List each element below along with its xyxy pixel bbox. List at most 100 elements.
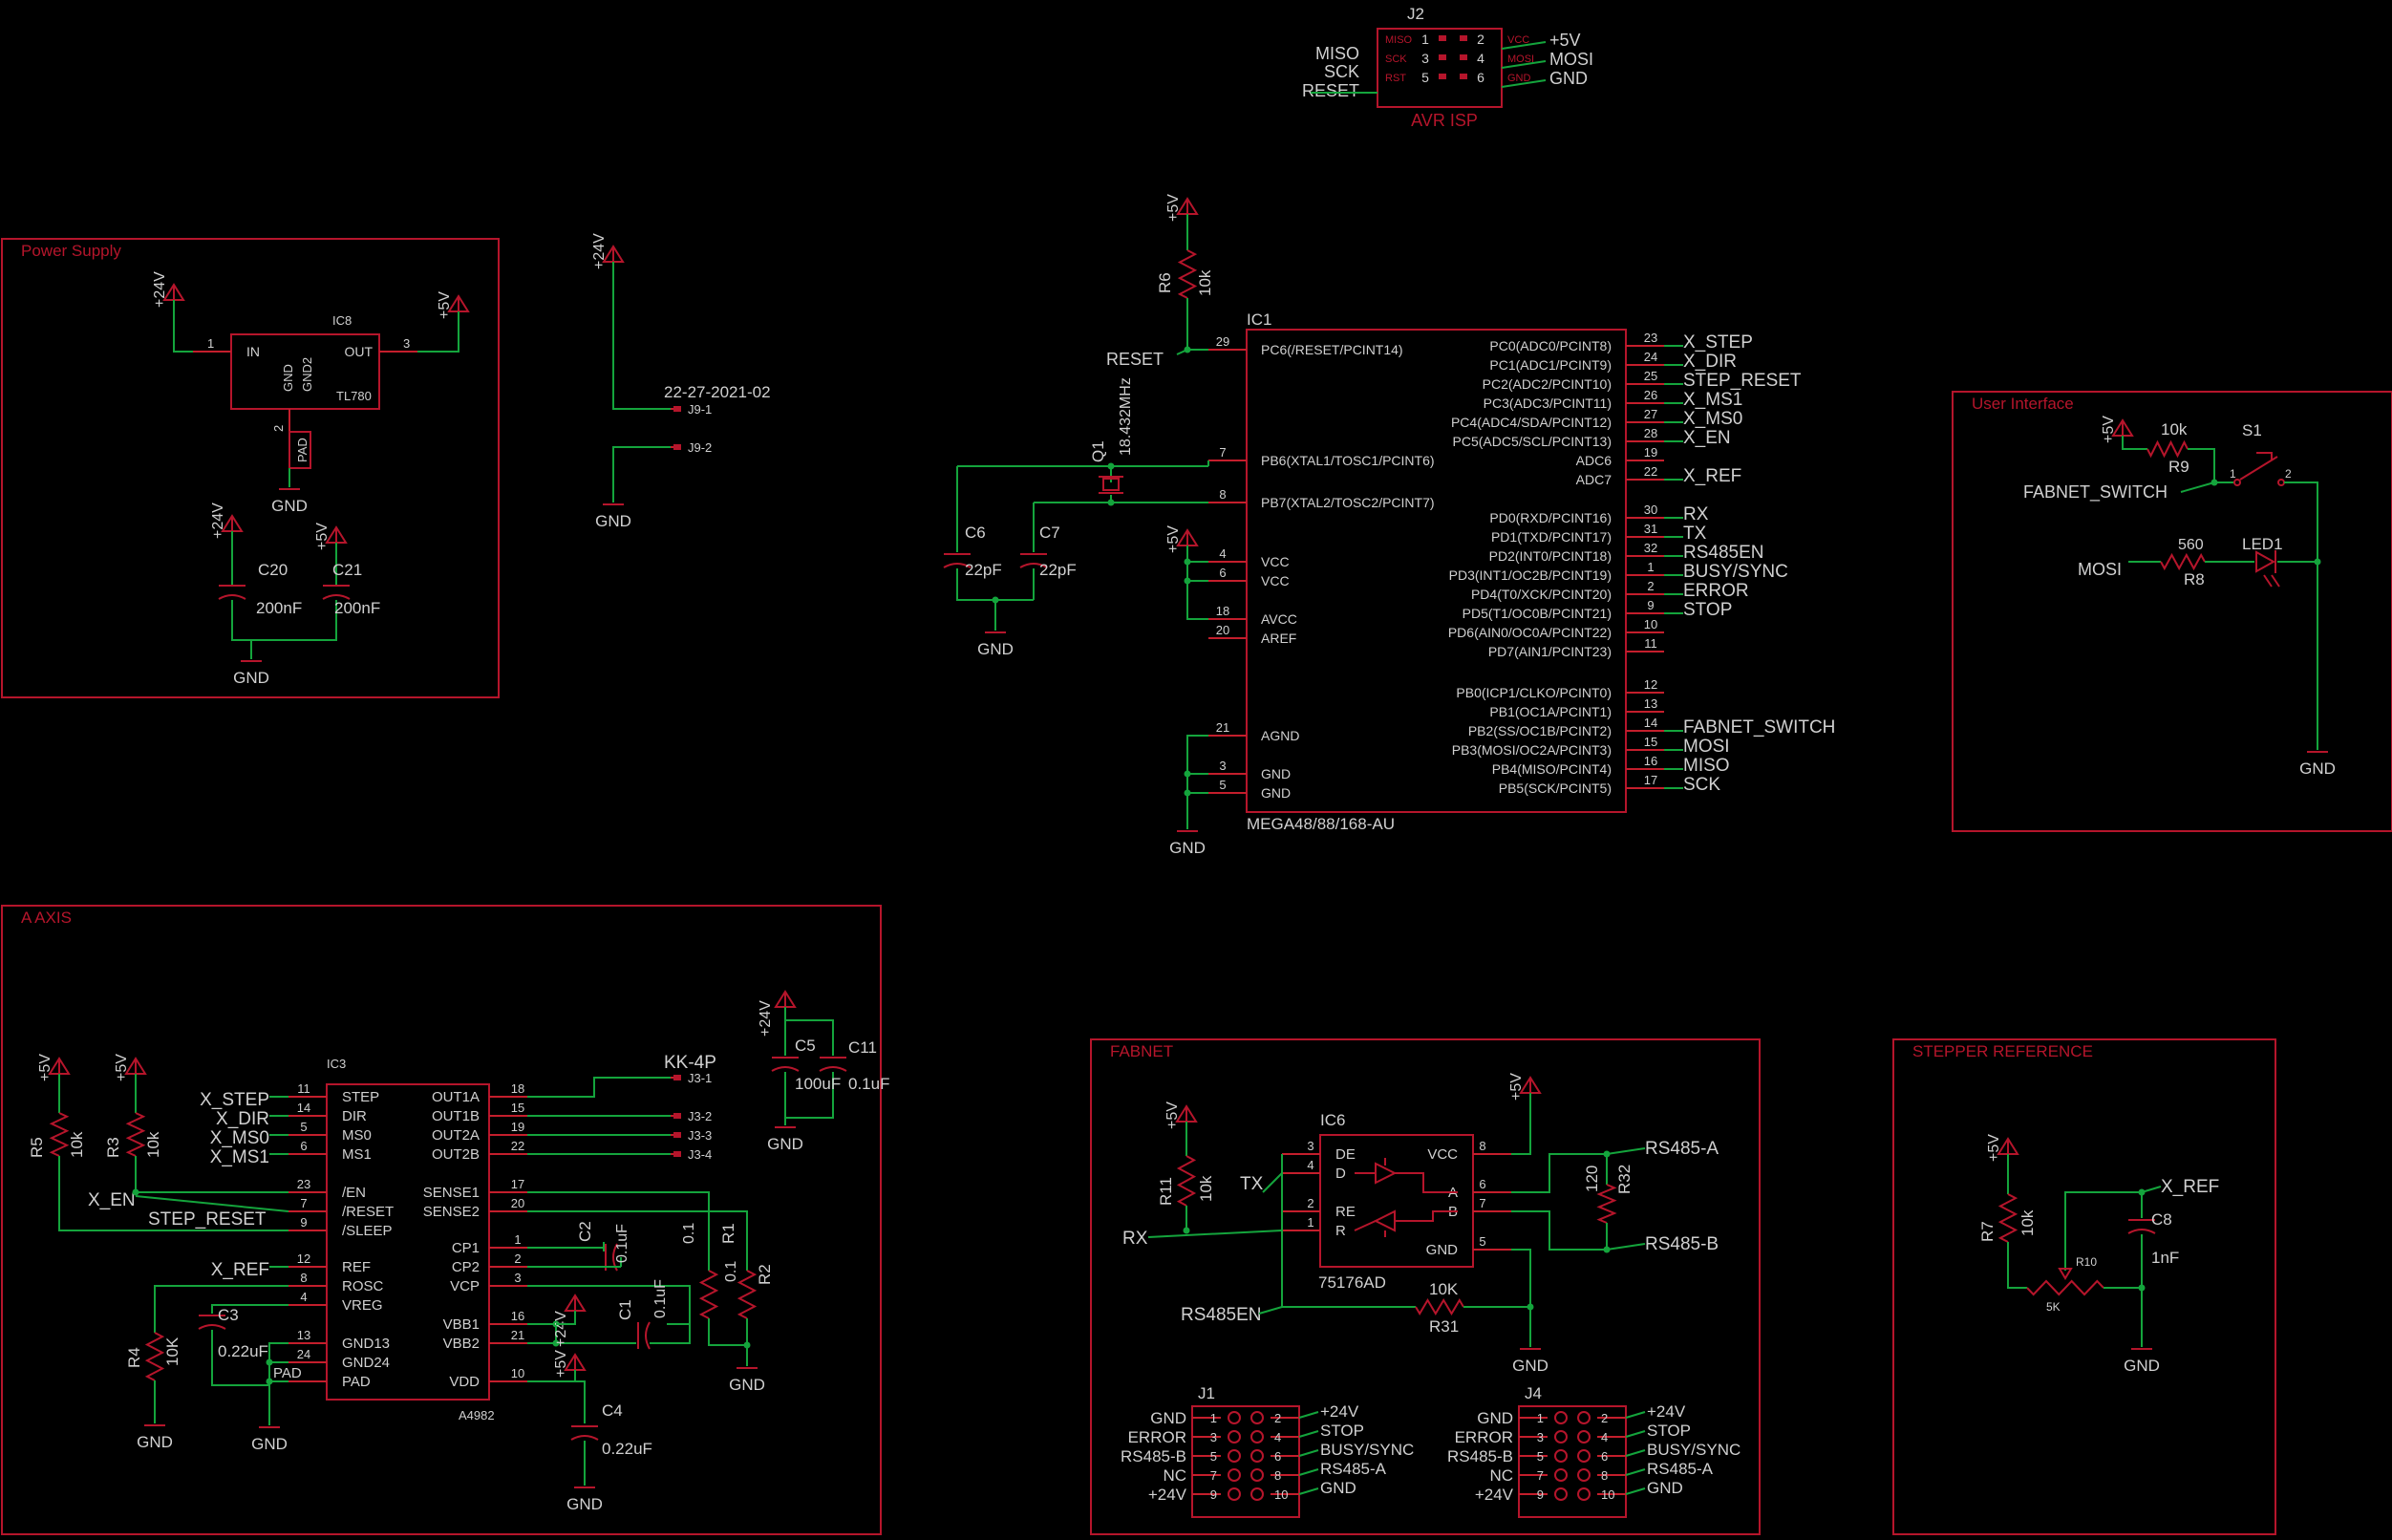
r10-val: 5K bbox=[2046, 1300, 2061, 1314]
connector-contact bbox=[673, 1132, 681, 1138]
connector-pin bbox=[1250, 1411, 1264, 1424]
pin-name: STEP bbox=[342, 1089, 379, 1105]
pin-name: DIR bbox=[342, 1108, 367, 1124]
net-label: STEP_RESET bbox=[148, 1209, 267, 1230]
j2-inner: GND bbox=[1507, 73, 1531, 84]
pin-name: GND bbox=[1426, 1242, 1459, 1258]
resistor bbox=[49, 1112, 70, 1157]
pin-name: PB3(MOSI/OC2A/PCINT3) bbox=[1452, 742, 1612, 758]
pin-name: PC4(ADC4/SDA/PCINT12) bbox=[1451, 415, 1612, 430]
wire bbox=[527, 1077, 671, 1098]
pin-name: PD1(TXD/PCINT17) bbox=[1491, 529, 1612, 545]
j2-inner: VCC bbox=[1507, 34, 1529, 46]
wire bbox=[1501, 79, 1547, 88]
frame-fabnet bbox=[1090, 1038, 1761, 1535]
pin-number: 16 bbox=[1644, 754, 1657, 768]
pin-number: 21 bbox=[511, 1328, 524, 1342]
j2-title: AVR ISP bbox=[1411, 111, 1478, 130]
c21-ref: C21 bbox=[332, 561, 362, 579]
net-label: ERROR bbox=[1683, 581, 1749, 601]
pin-number: 2 bbox=[1307, 1196, 1313, 1210]
j9-date: 22-27-2021-02 bbox=[664, 383, 771, 401]
pin-number: 8 bbox=[1479, 1139, 1485, 1153]
pin-number: 6 bbox=[1274, 1449, 1281, 1464]
wire bbox=[1176, 349, 1188, 355]
wire bbox=[708, 1318, 747, 1346]
net-label: RS485EN bbox=[1181, 1305, 1262, 1325]
pin-number: 12 bbox=[297, 1251, 310, 1266]
connector-body bbox=[1518, 1405, 1627, 1518]
net-label: FABNET_SWITCH bbox=[2023, 482, 2168, 503]
frame-ui bbox=[1952, 391, 2392, 832]
junction-dot bbox=[743, 1341, 751, 1349]
wire bbox=[1186, 735, 1208, 829]
wire bbox=[154, 1285, 288, 1333]
net-label: RS485EN bbox=[1683, 543, 1764, 563]
net-label: RESET bbox=[1302, 81, 1359, 100]
q1-val: 18.432MHz bbox=[1118, 377, 1134, 456]
r4-val: 10K bbox=[163, 1337, 182, 1366]
connector-pin bbox=[1228, 1430, 1241, 1444]
junction-dot bbox=[132, 1188, 139, 1196]
j2-pin: 1 bbox=[1421, 32, 1429, 47]
pin-name: GND2 bbox=[300, 357, 314, 392]
pin-name: PD7(AIN1/PCINT23) bbox=[1488, 644, 1612, 659]
kk-pin: J3-3 bbox=[688, 1128, 712, 1143]
cap-plate-curved bbox=[943, 563, 972, 568]
crystal-body bbox=[1102, 478, 1120, 491]
junction-dot bbox=[1107, 499, 1115, 506]
net-label: X_EN bbox=[88, 1190, 136, 1210]
pin-name: VBB1 bbox=[443, 1316, 480, 1333]
net-label: RS485-A bbox=[1320, 1460, 1387, 1478]
pin-number: 8 bbox=[1601, 1468, 1608, 1483]
pin-number: 2 bbox=[2285, 467, 2292, 481]
wire bbox=[1262, 1172, 1283, 1193]
net-label: STEP_RESET bbox=[1683, 371, 1802, 391]
wire bbox=[2180, 481, 2215, 493]
frame-stepref bbox=[1892, 1038, 2276, 1535]
pin-number: 21 bbox=[1216, 720, 1229, 735]
junction-dot bbox=[266, 1358, 273, 1366]
pin-name: MS1 bbox=[342, 1146, 372, 1163]
r6-ref: R6 bbox=[1156, 272, 1174, 293]
pin-number: 24 bbox=[297, 1347, 310, 1361]
net-label: +24V bbox=[1475, 1486, 1514, 1504]
pin-name: SENSE1 bbox=[423, 1185, 480, 1201]
pin-name: OUT2A bbox=[432, 1127, 480, 1144]
junction-dot bbox=[266, 1378, 273, 1385]
pin-number: 7 bbox=[1479, 1196, 1485, 1210]
pin-name: GND13 bbox=[342, 1336, 390, 1352]
pin-number: 4 bbox=[1274, 1430, 1281, 1444]
pin-number: 1 bbox=[514, 1232, 521, 1247]
pin-name: AVCC bbox=[1261, 611, 1297, 627]
resistor bbox=[2160, 552, 2206, 571]
net-label: RX bbox=[1122, 1229, 1148, 1249]
pin-name: D bbox=[1335, 1166, 1346, 1182]
net-label: MOSI bbox=[1683, 737, 1730, 757]
resistor bbox=[125, 1112, 146, 1157]
pin-name: PB4(MISO/PCINT4) bbox=[1492, 761, 1612, 777]
cap-plate-curved bbox=[218, 594, 246, 600]
pin-number: 19 bbox=[511, 1120, 524, 1134]
wire bbox=[417, 311, 459, 353]
pin-name: VDD bbox=[449, 1374, 480, 1390]
c1-ref: C1 bbox=[616, 1299, 634, 1320]
connector-contact bbox=[673, 1113, 681, 1119]
net-label: X_REF bbox=[211, 1260, 269, 1280]
wire bbox=[2284, 481, 2318, 750]
gnd-label: GND bbox=[251, 1435, 288, 1453]
junction-dot bbox=[552, 1339, 560, 1347]
pin-number: 4 bbox=[1601, 1430, 1608, 1444]
j9-pin: J9-1 bbox=[688, 402, 712, 417]
r10-ref: R10 bbox=[2076, 1255, 2097, 1269]
gnd-label: GND bbox=[137, 1433, 173, 1451]
wire bbox=[2122, 436, 2147, 450]
resistor bbox=[737, 1270, 758, 1319]
wire bbox=[1625, 1487, 1646, 1495]
pin-number: 12 bbox=[1644, 677, 1657, 692]
frame-title: STEPPER REFERENCE bbox=[1912, 1042, 2093, 1060]
pin-number: 2 bbox=[1601, 1411, 1608, 1425]
resistor bbox=[1415, 1298, 1464, 1315]
connector-contact bbox=[673, 444, 681, 450]
wire bbox=[956, 568, 1034, 601]
